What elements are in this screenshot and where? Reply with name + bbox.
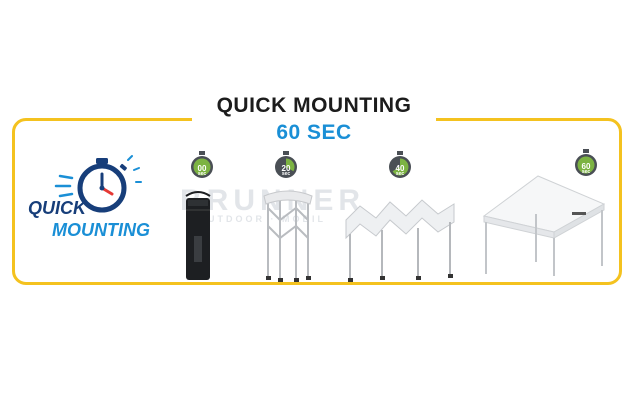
timer-value: 00: [197, 164, 207, 173]
timer-unit: sec: [395, 171, 405, 177]
timer-icon: [275, 151, 297, 178]
timer-unit: sec: [197, 171, 207, 177]
assembled-gazebo-image: [482, 175, 606, 276]
carry-bag-image: [185, 191, 211, 280]
page-subtitle: 60 SEC: [276, 121, 352, 144]
stage-40: 40 sec: [340, 150, 460, 282]
expanded-frame-image: [345, 199, 455, 282]
timer-value: 60: [581, 162, 591, 171]
logo-line-mounting: MOUNTING: [52, 220, 150, 240]
timer-icon: [575, 149, 597, 176]
page-title: QUICK MOUNTING: [216, 94, 412, 117]
timer-icon: [191, 151, 213, 178]
stage-00: 00 sec: [176, 150, 226, 280]
timer-badge: 00 sec: [190, 150, 214, 180]
watermark-sub: OUTDOOR · MOBIL: [198, 214, 326, 224]
timer-icon: [389, 151, 411, 178]
timer-unit: sec: [281, 171, 291, 177]
stage-20: 20 sec: [258, 150, 318, 282]
timer-badge: 40 sec: [388, 150, 412, 180]
quick-mounting-logo: QUICK MOUNTING: [20, 146, 170, 246]
timer-value: 20: [281, 164, 291, 173]
timer-badge: 60 sec: [574, 148, 598, 178]
timer-badge: 20 sec: [274, 150, 298, 180]
timer-unit: sec: [581, 169, 591, 175]
timer-value: 40: [395, 164, 405, 173]
header: QUICK MOUNTING 60 SEC: [192, 90, 436, 146]
logo-line-quick: QUICK: [28, 198, 86, 218]
stage-60: 60 sec: [480, 148, 610, 280]
folded-frame-image: [263, 190, 313, 282]
stopwatch-icon: [54, 155, 142, 213]
